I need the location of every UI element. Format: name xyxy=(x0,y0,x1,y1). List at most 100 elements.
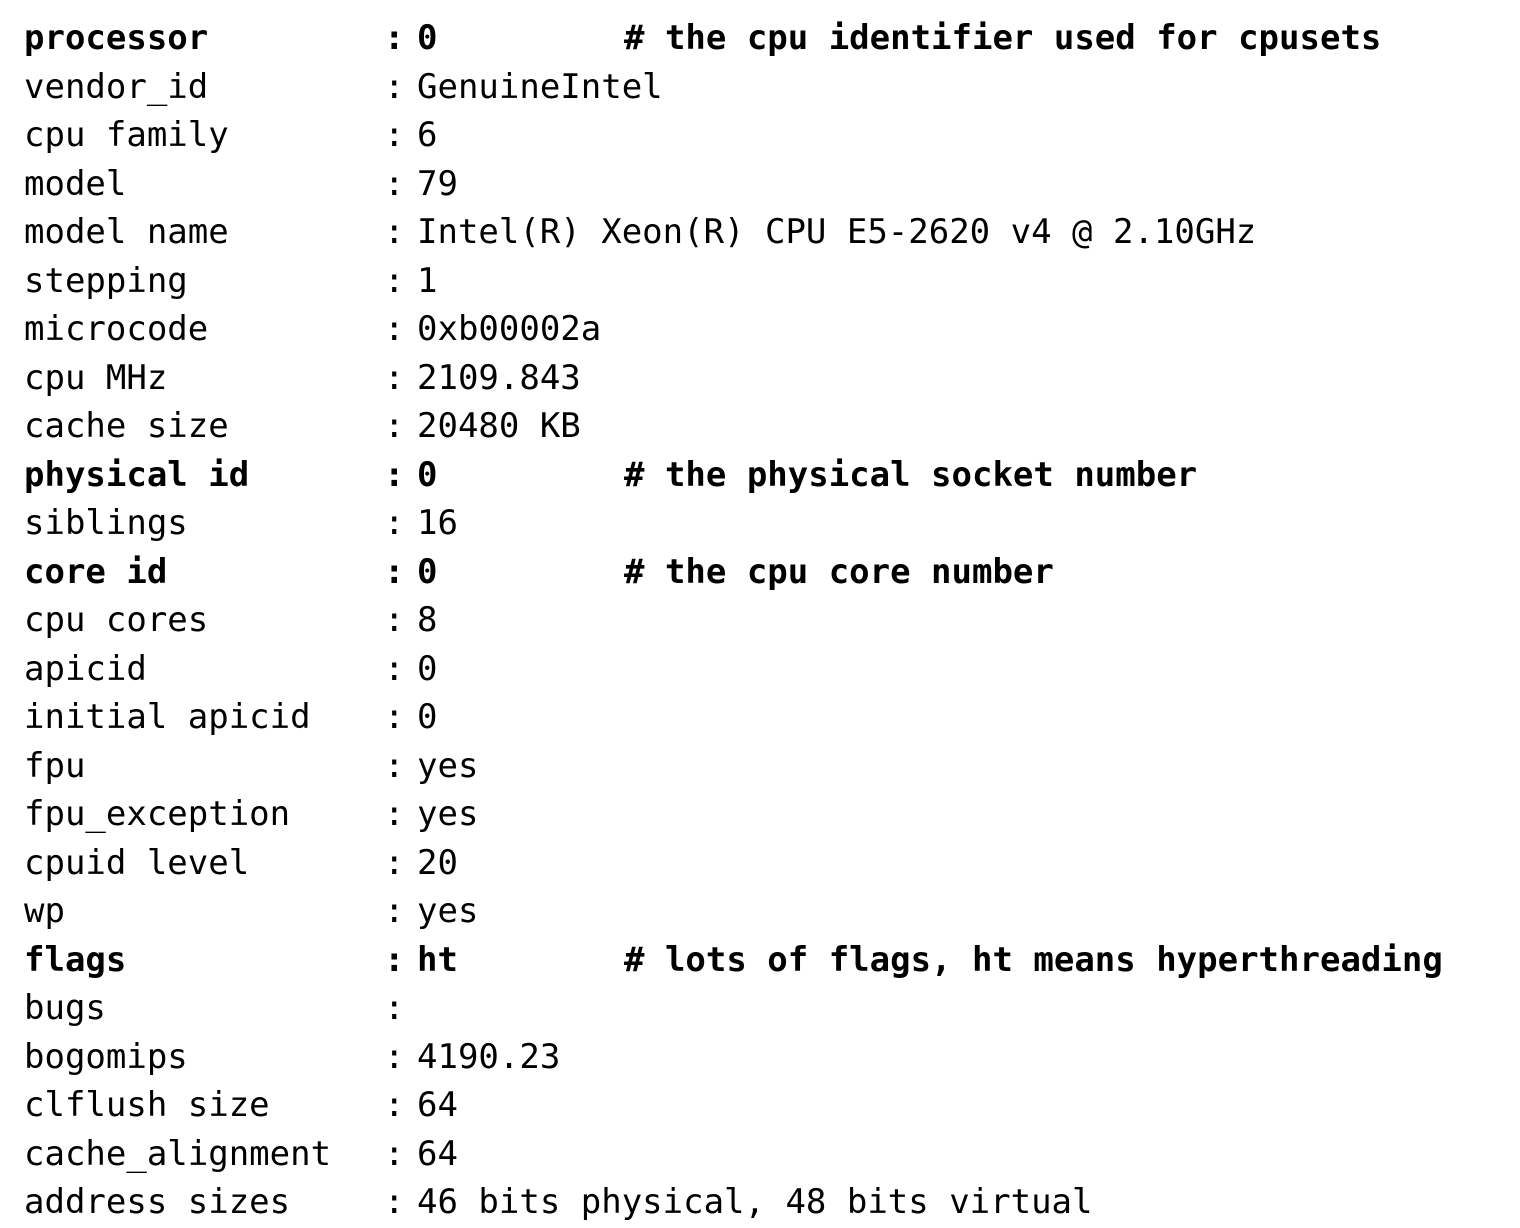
cpuinfo-value: 64 xyxy=(417,1085,458,1125)
cpuinfo-separator: : xyxy=(384,745,405,786)
cpuinfo-row: fpu: yes xyxy=(0,742,1520,791)
cpuinfo-row: siblings:16 xyxy=(0,499,1520,548)
cpuinfo-row: cpu family:6 xyxy=(0,111,1520,160)
cpuinfo-key: clflush size xyxy=(24,1085,270,1125)
cpuinfo-value: 0 xyxy=(417,551,438,592)
cpuinfo-separator: : xyxy=(384,842,405,883)
cpuinfo-separator: : xyxy=(384,454,405,495)
cpuinfo-row: processor:0 # the cpu identifier used for… xyxy=(0,14,1520,63)
cpuinfo-key: cpuid level xyxy=(24,842,250,883)
cpuinfo-value: ht xyxy=(417,939,458,980)
cpuinfo-key: flags xyxy=(24,939,127,980)
cpuinfo-row: model:79 xyxy=(0,160,1520,209)
cpuinfo-key: bogomips xyxy=(24,1036,188,1077)
cpuinfo-row: fpu_exception: yes xyxy=(0,790,1520,839)
cpuinfo-separator: : xyxy=(384,648,405,689)
cpuinfo-value: yes xyxy=(417,745,479,786)
cpuinfo-row: core id:0 # the cpu core number xyxy=(0,548,1520,597)
cpuinfo-row: address sizes:46 bits physical, 48 bits … xyxy=(0,1178,1520,1227)
cpuinfo-value: 0 xyxy=(417,454,438,495)
cpuinfo-value: Intel(R) Xeon(R) CPU E5-2620 v4 @ 2.10GH… xyxy=(417,212,1257,252)
cpuinfo-key: wp xyxy=(24,891,65,931)
cpuinfo-value: 0xb00002a xyxy=(417,309,602,349)
cpuinfo-comment: # lots of flags, ht means hyperthreading xyxy=(624,939,1443,980)
cpuinfo-separator: : xyxy=(384,1133,405,1174)
cpuinfo-row: stepping:1 xyxy=(0,257,1520,306)
cpuinfo-value: 46 bits physical, 48 bits virtual xyxy=(417,1182,1093,1222)
cpuinfo-separator: : xyxy=(384,891,405,931)
cpuinfo-separator: : xyxy=(384,357,405,398)
cpuinfo-row: cpu MHz:2109.843 xyxy=(0,354,1520,403)
cpuinfo-comment: # the physical socket number xyxy=(624,454,1198,495)
cpuinfo-separator: : xyxy=(384,503,405,543)
cpuinfo-key: siblings xyxy=(24,503,188,543)
cpuinfo-value: 79 xyxy=(417,163,458,204)
cpuinfo-key: cache size xyxy=(24,406,229,446)
cpuinfo-value: 0 xyxy=(417,697,438,737)
cpuinfo-separator: : xyxy=(384,163,405,204)
cpuinfo-separator: : xyxy=(384,260,405,301)
cpuinfo-key: cpu cores xyxy=(24,600,209,640)
cpuinfo-separator: : xyxy=(384,697,405,737)
cpuinfo-row: model name: Intel(R) Xeon(R) CPU E5-2620 … xyxy=(0,208,1520,257)
cpuinfo-separator: : xyxy=(384,18,405,58)
cpuinfo-separator: : xyxy=(384,309,405,349)
cpuinfo-key: model name xyxy=(24,212,229,252)
cpuinfo-separator: : xyxy=(384,939,405,980)
cpuinfo-row: cpuid level:20 xyxy=(0,839,1520,888)
cpuinfo-key: bugs xyxy=(24,988,106,1028)
cpuinfo-row: cache size:20480 KB xyxy=(0,402,1520,451)
cpuinfo-value: 16 xyxy=(417,503,458,543)
cpuinfo-separator: : xyxy=(384,794,405,834)
cpuinfo-value: 0 xyxy=(417,18,438,58)
cpuinfo-key: cpu family xyxy=(24,115,229,155)
cpuinfo-key: initial apicid xyxy=(24,697,311,737)
cpuinfo-row: apicid:0 xyxy=(0,645,1520,694)
cpuinfo-separator: : xyxy=(384,212,405,252)
cpuinfo-separator: : xyxy=(384,115,405,155)
cpuinfo-separator: : xyxy=(384,1182,405,1222)
cpuinfo-row: flags: ht # lots of flags, ht means hypert… xyxy=(0,936,1520,985)
cpuinfo-row: cache_alignment:64 xyxy=(0,1130,1520,1179)
cpuinfo-key: apicid xyxy=(24,648,147,689)
cpuinfo-key: cpu MHz xyxy=(24,357,168,398)
cpuinfo-value: 6 xyxy=(417,115,438,155)
cpuinfo-separator: : xyxy=(384,1085,405,1125)
cpuinfo-row: bogomips:4190.23 xyxy=(0,1033,1520,1082)
cpuinfo-key: vendor_id xyxy=(24,66,209,107)
cpuinfo-key: microcode xyxy=(24,309,209,349)
cpuinfo-row: cpu cores:8 xyxy=(0,596,1520,645)
cpuinfo-value: 20 xyxy=(417,842,458,883)
cpuinfo-separator: : xyxy=(384,988,405,1028)
cpuinfo-key: physical id xyxy=(24,454,250,495)
cpuinfo-row: clflush size:64 xyxy=(0,1081,1520,1130)
cpuinfo-key: fpu xyxy=(24,745,86,786)
cpuinfo-comment: # the cpu core number xyxy=(624,551,1054,592)
cpuinfo-row: initial apicid:0 xyxy=(0,693,1520,742)
cpuinfo-key: cache_alignment xyxy=(24,1133,332,1174)
cpuinfo-row: physical id:0 # the physical socket numbe… xyxy=(0,451,1520,500)
cpuinfo-key: processor xyxy=(24,18,209,58)
cpuinfo-comment: # the cpu identifier used for cpusets xyxy=(624,18,1382,58)
cpuinfo-value: 1 xyxy=(417,260,438,301)
cpuinfo-row: wp: yes xyxy=(0,887,1520,936)
cpuinfo-row: microcode:0xb00002a xyxy=(0,305,1520,354)
cpuinfo-value: 4190.23 xyxy=(417,1036,561,1077)
cpuinfo-key: core id xyxy=(24,551,168,592)
cpuinfo-row: vendor_id: GenuineIntel xyxy=(0,63,1520,112)
cpuinfo-separator: : xyxy=(384,406,405,446)
cpuinfo-separator: : xyxy=(384,66,405,107)
cpuinfo-key: fpu_exception xyxy=(24,794,291,834)
cpuinfo-row: bugs: xyxy=(0,984,1520,1033)
cpuinfo-separator: : xyxy=(384,600,405,640)
cpuinfo-value: 0 xyxy=(417,648,438,689)
cpuinfo-separator: : xyxy=(384,551,405,592)
cpuinfo-value: yes xyxy=(417,794,479,834)
cpuinfo-value: 20480 KB xyxy=(417,406,581,446)
cpuinfo-value: 2109.843 xyxy=(417,357,581,398)
cpuinfo-value: 64 xyxy=(417,1133,458,1174)
cpuinfo-value: GenuineIntel xyxy=(417,66,663,107)
cpuinfo-separator: : xyxy=(384,1036,405,1077)
cpuinfo-value: yes xyxy=(417,891,479,931)
